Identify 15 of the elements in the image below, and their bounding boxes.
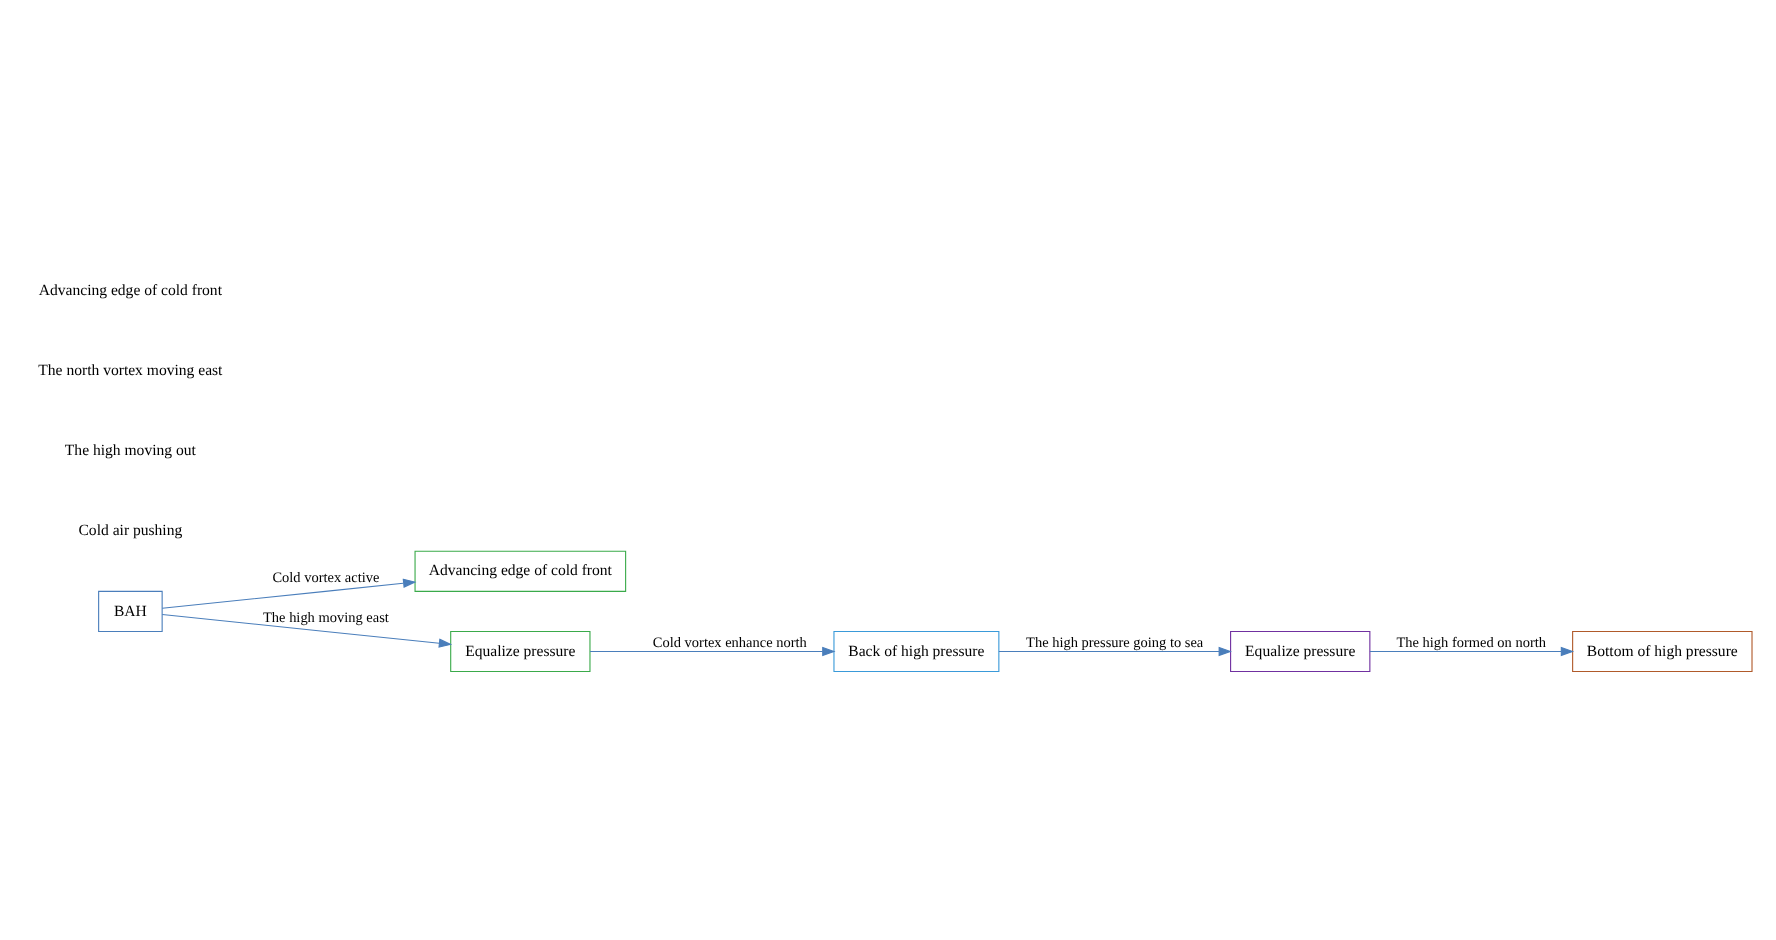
arrow xyxy=(1369,645,1575,656)
node-box: Bottom of high pressure xyxy=(1572,629,1753,672)
arrow xyxy=(161,577,417,608)
label: Advancing edge of cold front xyxy=(38,279,223,298)
label: Cold air pushing xyxy=(78,520,183,539)
node-box: Back of high pressure xyxy=(833,629,1000,672)
node-box: Equalize pressure xyxy=(1230,629,1371,672)
node-box: Equalize pressure xyxy=(450,629,591,672)
arrow xyxy=(161,613,453,647)
arrow xyxy=(998,645,1232,656)
label: The high moving out xyxy=(64,440,196,459)
label: The north vortex moving east xyxy=(38,359,223,378)
node-box: Advancing edge of cold front xyxy=(414,549,627,591)
node-box: BAH xyxy=(98,589,163,631)
arrow xyxy=(589,645,836,656)
